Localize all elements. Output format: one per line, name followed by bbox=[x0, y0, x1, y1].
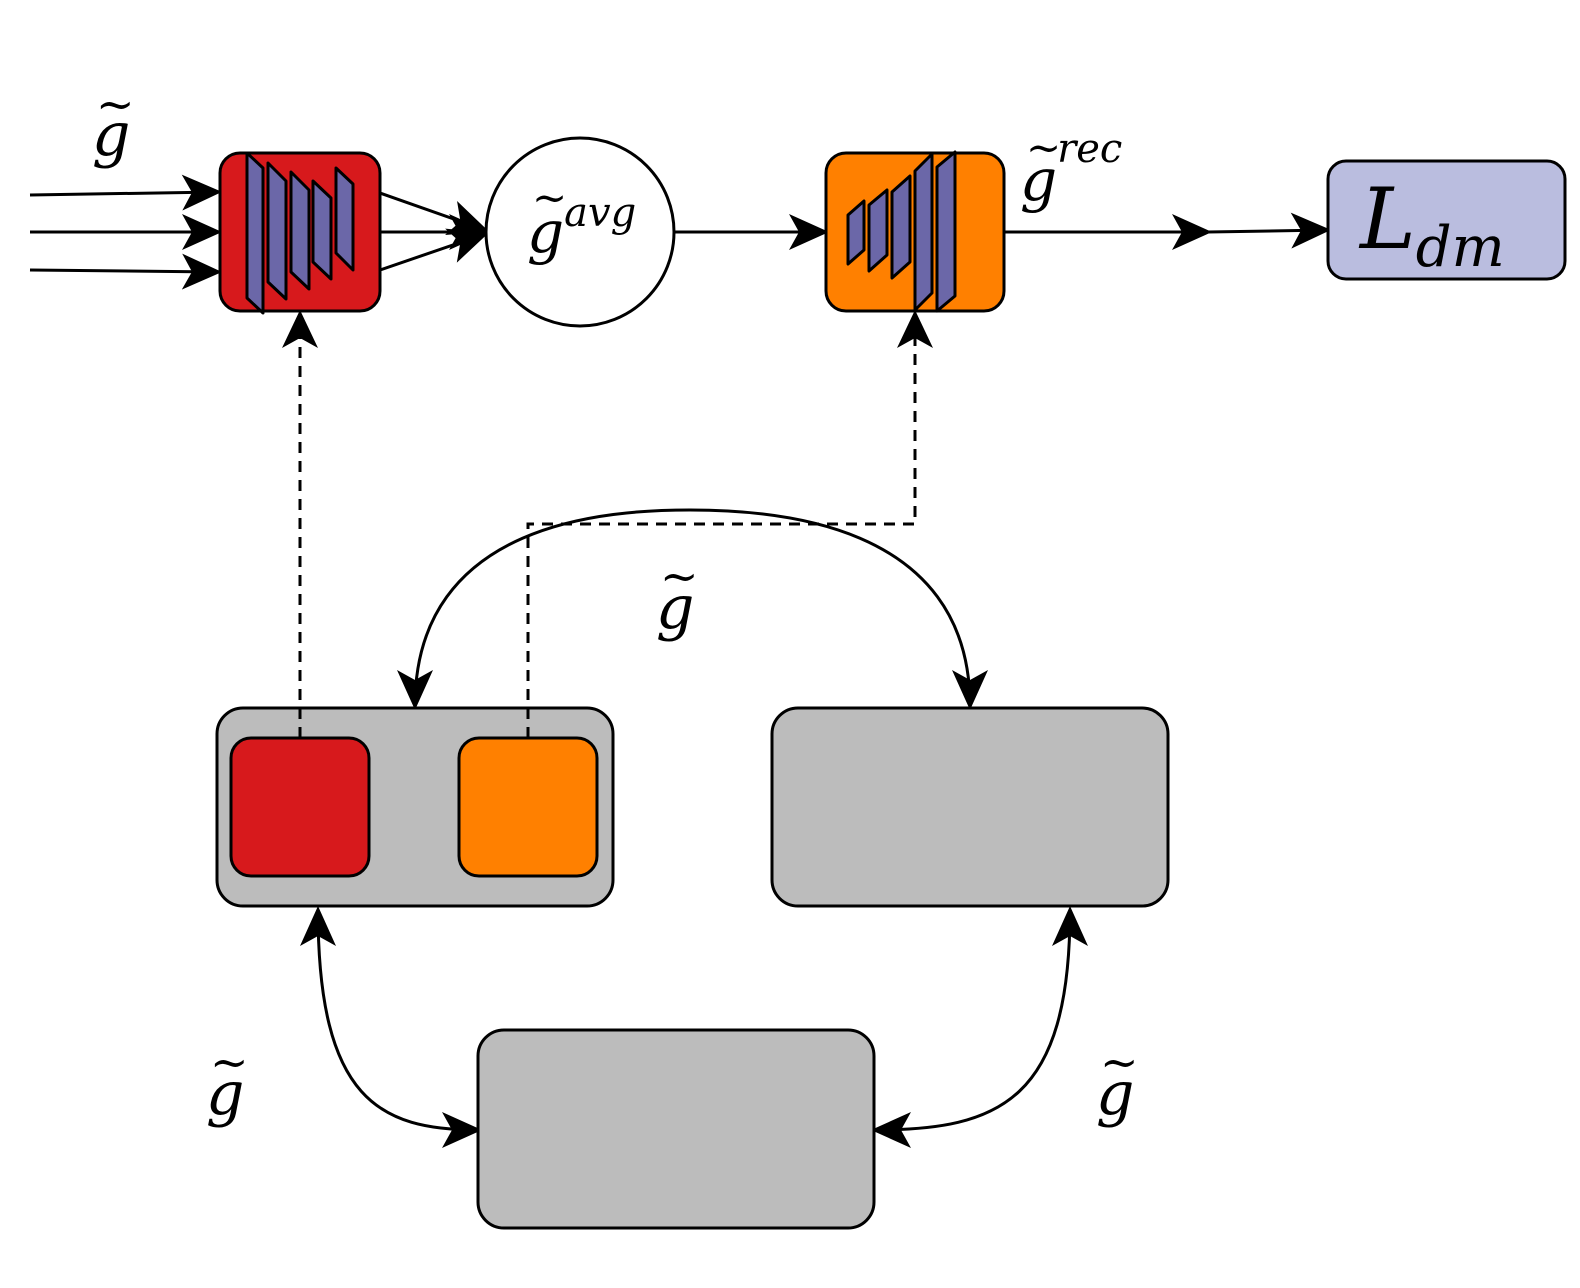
svg-text:~: ~ bbox=[1100, 1035, 1139, 1089]
client-box-right[interactable] bbox=[770, 706, 1170, 908]
dashed-arrowhead-encoder bbox=[282, 310, 318, 348]
input-g-label: ~ g bbox=[92, 77, 135, 170]
decoder-layer-2 bbox=[867, 188, 889, 273]
encoder-layer-5 bbox=[334, 166, 355, 272]
dashed-links bbox=[282, 310, 933, 738]
loss-label-sub: dm bbox=[1416, 215, 1505, 280]
input-g-text: g bbox=[92, 100, 130, 170]
svg-text:~: ~ bbox=[660, 549, 699, 603]
exchange-label-left: ~ g bbox=[206, 1035, 249, 1129]
average-circle bbox=[484, 136, 676, 328]
encoder-output-arrows bbox=[379, 191, 489, 272]
svg-text:~: ~ bbox=[1026, 123, 1061, 172]
client-box-primary[interactable] bbox=[215, 706, 615, 908]
encoder-layer-4 bbox=[311, 179, 333, 281]
loss-box bbox=[1326, 159, 1567, 281]
average-label: gavg bbox=[527, 190, 636, 266]
input-arrow-top bbox=[29, 174, 222, 211]
input-arrow-bottom bbox=[29, 253, 222, 290]
svg-text:g: g bbox=[656, 573, 694, 643]
loss-input-arrow bbox=[1207, 212, 1331, 249]
encoder-layer-1 bbox=[245, 151, 265, 315]
decoder-layer-1 bbox=[846, 199, 866, 266]
encoder-layer-3 bbox=[289, 170, 311, 291]
average-label-sup: avg bbox=[564, 190, 636, 236]
reconstruction-sup: rec bbox=[1057, 126, 1122, 172]
encoder-layer-2 bbox=[266, 161, 288, 301]
svg-text:~: ~ bbox=[96, 77, 135, 131]
dashed-arrowhead-decoder bbox=[897, 310, 933, 348]
input-arrows bbox=[29, 174, 222, 290]
reconstruction-text: grec bbox=[1020, 126, 1122, 214]
reconstruction-label: ~ grec bbox=[1020, 123, 1122, 214]
client-right-frame bbox=[770, 706, 1170, 908]
client-decoder-square[interactable] bbox=[457, 736, 599, 878]
exchange-arcs bbox=[300, 508, 1088, 1148]
average-node[interactable]: ~ gavg bbox=[484, 136, 676, 328]
exchange-arc-left bbox=[300, 906, 482, 1148]
exchange-arc-right bbox=[871, 906, 1088, 1148]
decoder-layer-4 bbox=[913, 152, 934, 312]
client-encoder-square[interactable] bbox=[229, 736, 371, 878]
decoder-layer-3 bbox=[890, 174, 912, 280]
loss-block[interactable]: Ldm bbox=[1326, 159, 1567, 281]
svg-text:~: ~ bbox=[210, 1035, 249, 1089]
dashed-link-decoder bbox=[526, 318, 917, 738]
exchange-label-right: ~ g bbox=[1096, 1035, 1139, 1129]
svg-text:~: ~ bbox=[532, 173, 567, 222]
loss-label: Ldm bbox=[1358, 170, 1505, 280]
client-bottom-frame bbox=[476, 1028, 876, 1230]
svg-text:g: g bbox=[206, 1059, 244, 1129]
decoder-block[interactable] bbox=[824, 150, 1006, 313]
exchange-label-top: ~ g bbox=[656, 549, 699, 643]
client-box-bottom[interactable] bbox=[476, 1028, 876, 1230]
encoder-block[interactable] bbox=[218, 151, 382, 315]
svg-text:g: g bbox=[1096, 1059, 1134, 1129]
decoder-layer-5 bbox=[935, 150, 957, 313]
exchange-arc-top bbox=[397, 508, 988, 710]
